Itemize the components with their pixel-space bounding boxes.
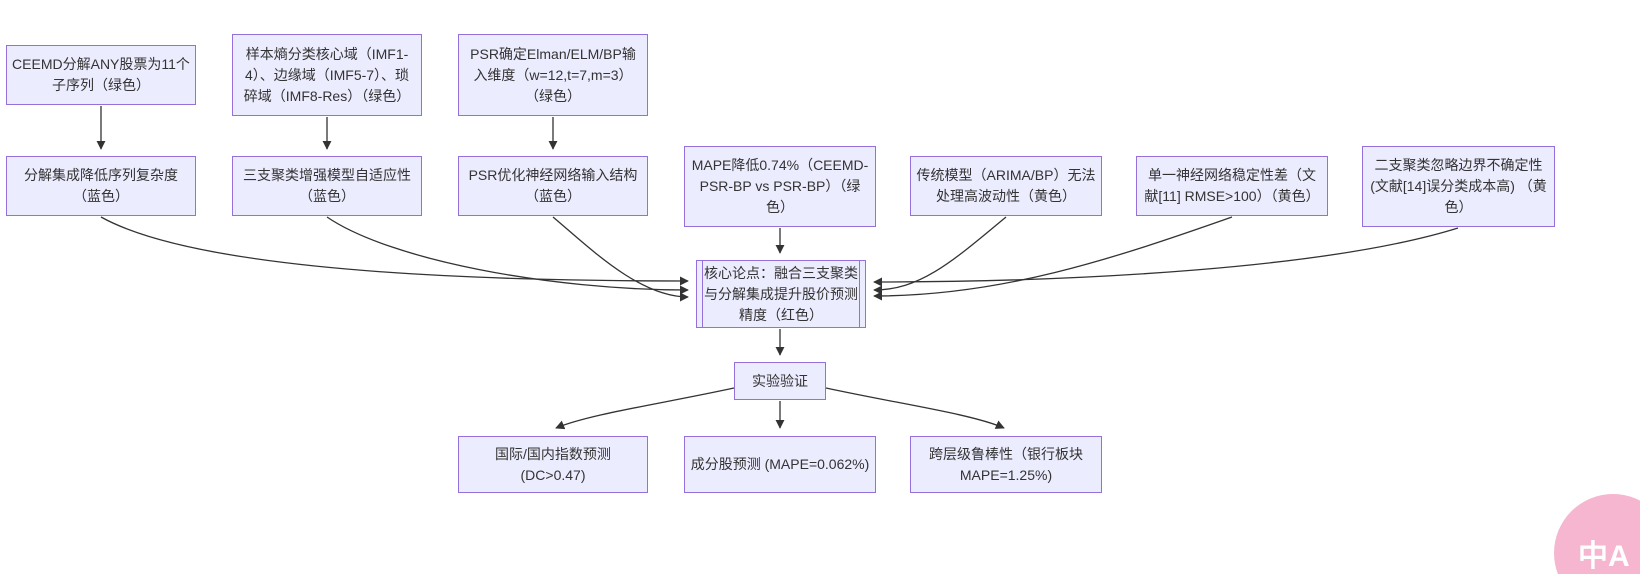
node-label-constituent-forecast: 成分股预测 (MAPE=0.062%) xyxy=(690,456,870,472)
translate-badge-label: 中A xyxy=(1578,540,1630,573)
node-label-psr-dimension: PSR确定Elman/ELM/BP输入维度（w=12,t=7,m=3）（绿色） xyxy=(470,45,636,104)
edge-experiment-validate--cross-level-robust xyxy=(825,387,1005,429)
node-label-index-forecast: 国际/国内指数预测 (DC>0.47) xyxy=(495,445,611,483)
node-experiment-validate: 实验验证 xyxy=(734,362,826,400)
node-ceemd-decompose: CEEMD分解ANY股票为11个子序列（绿色） xyxy=(6,45,196,105)
node-label-three-way-adaptive: 三支聚类增强模型自适应性（蓝色） xyxy=(243,167,411,204)
node-sample-entropy: 样本熵分类核心域（IMF1-4）、边缘域（IMF5-7）、琐碎域（IMF8-Re… xyxy=(232,34,422,116)
node-label-two-way-boundary: 二支聚类忽略边界不确定性 (文献[14]误分类成本高) （黄色） xyxy=(1370,157,1547,215)
node-label-core-thesis: 核心论点：融合三支聚类与分解集成提升股价预测精度（红色） xyxy=(704,264,858,323)
node-label-cross-level-robust: 跨层级鲁棒性（银行板块 MAPE=1.25%) xyxy=(929,445,1083,483)
edge-decompose-complexity--core-thesis xyxy=(100,216,689,286)
node-label-single-nn-unstable: 单一神经网络稳定性差（文献[11] RMSE>100）（黄色） xyxy=(1144,167,1320,204)
translate-badge[interactable]: 中A xyxy=(1554,494,1640,574)
node-psr-dimension: PSR确定Elman/ELM/BP输入维度（w=12,t=7,m=3）（绿色） xyxy=(458,34,648,116)
node-label-traditional-models: 传统模型（ARIMA/BP）无法处理高波动性（黄色） xyxy=(916,167,1096,204)
node-mape-reduction: MAPE降低0.74%（CEEMD-PSR-BP vs PSR-BP）（绿色） xyxy=(684,146,876,227)
edge-two-way-boundary--core-thesis xyxy=(873,227,1459,287)
edge-experiment-validate--index-forecast xyxy=(555,387,735,430)
node-core-thesis: 核心论点：融合三支聚类与分解集成提升股价预测精度（红色） xyxy=(696,260,866,328)
node-label-psr-structure: PSR优化神经网络输入结构（蓝色） xyxy=(468,167,638,204)
edge-traditional-models--core-thesis xyxy=(873,216,1007,295)
node-index-forecast: 国际/国内指数预测 (DC>0.47) xyxy=(458,436,648,493)
edge-psr-structure--core-thesis xyxy=(552,216,689,302)
node-label-mape-reduction: MAPE降低0.74%（CEEMD-PSR-BP vs PSR-BP）（绿色） xyxy=(691,157,869,215)
node-decompose-complexity: 分解集成降低序列复杂度（蓝色） xyxy=(6,156,196,216)
node-traditional-models: 传统模型（ARIMA/BP）无法处理高波动性（黄色） xyxy=(910,156,1102,216)
node-three-way-adaptive: 三支聚类增强模型自适应性（蓝色） xyxy=(232,156,422,216)
node-psr-structure: PSR优化神经网络输入结构（蓝色） xyxy=(458,156,648,216)
node-label-ceemd-decompose: CEEMD分解ANY股票为11个子序列（绿色） xyxy=(12,56,190,93)
node-constituent-forecast: 成分股预测 (MAPE=0.062%) xyxy=(684,436,876,493)
node-label-experiment-validate: 实验验证 xyxy=(752,372,808,389)
edge-three-way-adaptive--core-thesis xyxy=(326,216,689,295)
node-cross-level-robust: 跨层级鲁棒性（银行板块 MAPE=1.25%) xyxy=(910,436,1102,493)
edge-single-nn-unstable--core-thesis xyxy=(873,216,1233,301)
node-label-decompose-complexity: 分解集成降低序列复杂度（蓝色） xyxy=(24,167,178,204)
node-label-sample-entropy: 样本熵分类核心域（IMF1-4）、边缘域（IMF5-7）、琐碎域（IMF8-Re… xyxy=(243,45,411,104)
node-single-nn-unstable: 单一神经网络稳定性差（文献[11] RMSE>100）（黄色） xyxy=(1136,156,1328,216)
node-two-way-boundary: 二支聚类忽略边界不确定性 (文献[14]误分类成本高) （黄色） xyxy=(1362,146,1555,227)
